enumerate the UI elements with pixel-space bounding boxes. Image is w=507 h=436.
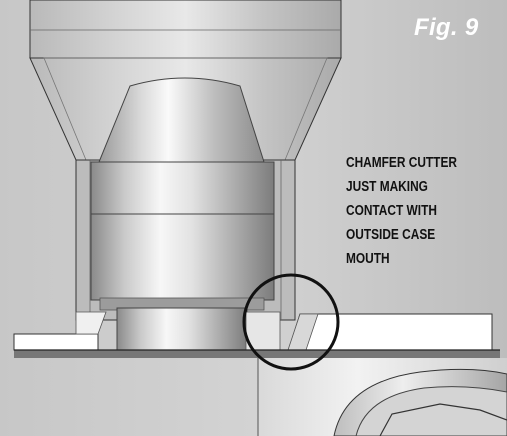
- callout-line-3: CONTACT WITH: [346, 203, 437, 219]
- shell-plate: [13, 311, 500, 358]
- callout-text: CHAMFER CUTTER JUST MAKING CONTACT WITH …: [346, 151, 469, 271]
- callout-line-1: CHAMFER CUTTER: [346, 155, 457, 171]
- cartridge-case: [90, 77, 275, 351]
- figure-label: Fig. 9: [414, 14, 479, 41]
- callout-line-2: JUST MAKING: [346, 179, 428, 195]
- callout-line-4: OUTSIDE CASE: [346, 227, 436, 243]
- lower-cylinder: [257, 358, 507, 436]
- contact-highlight-circle: [242, 273, 340, 371]
- callout-line-5: MOUTH: [346, 251, 390, 267]
